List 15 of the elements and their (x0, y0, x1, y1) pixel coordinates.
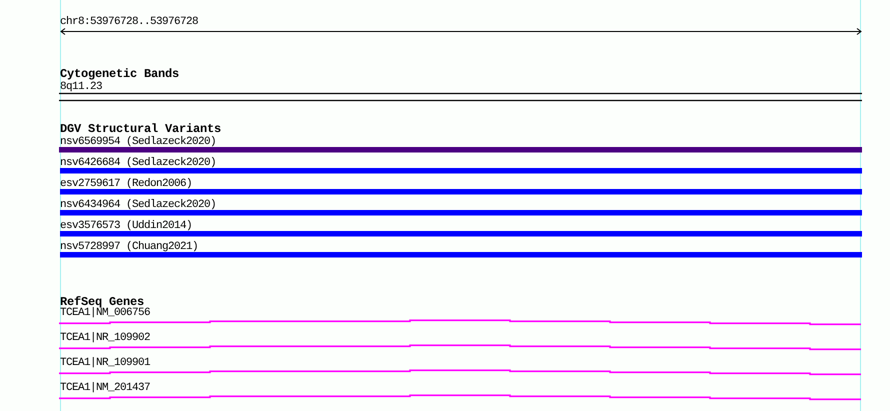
variant-label: nsv6426684 (Sedlazeck2020) (60, 158, 216, 169)
gene-label: TCEA1|NR_109902 (60, 333, 150, 344)
variant-label: nsv5728997 (Chuang2021) (60, 242, 198, 253)
track-title: DGV Structural Variants (60, 122, 222, 135)
variant-label: nsv6569954 (Sedlazeck2020) (60, 136, 216, 148)
band-label: 8q11.23 (60, 82, 102, 94)
track-title: RefSeq Genes (60, 296, 144, 308)
gene-label: TCEA1|NM_201437 (60, 383, 150, 394)
variant-label: esv2759617 (Redon2006) (60, 178, 192, 190)
coordinate-label: chr8:53976728..53976728 (60, 16, 198, 28)
track-title: Cytogenetic Bands (60, 68, 180, 80)
gene-label: TCEA1|NM_006756 (60, 308, 150, 320)
variant-label: esv3576573 (Uddin2014) (60, 220, 192, 232)
gene-label: TCEA1|NR_109901 (60, 358, 150, 370)
variant-label: nsv6434964 (Sedlazeck2020) (60, 200, 216, 211)
